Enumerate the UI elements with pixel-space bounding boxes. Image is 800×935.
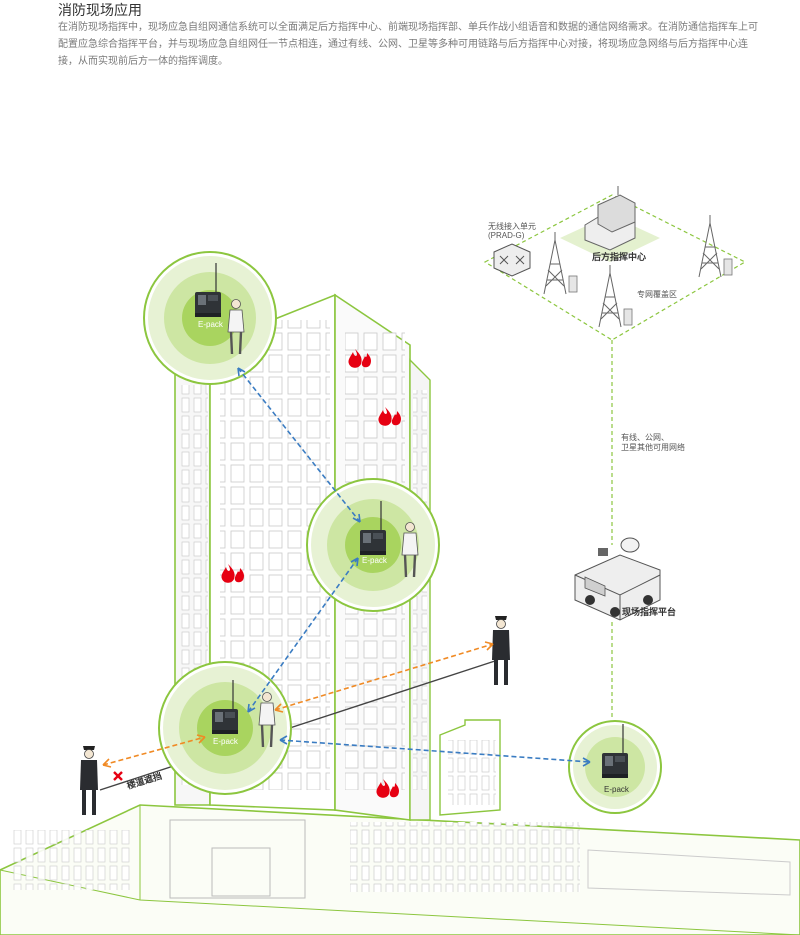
orange-link (274, 641, 494, 713)
link-label-line1: 有线、公网、 (621, 432, 669, 442)
wireless-unit-label: 无线接入单元 (488, 221, 536, 231)
wireless-unit-model: (PRAD-G) (488, 231, 525, 240)
link-label-line2: 卫星其他可用网络 (621, 442, 685, 452)
blocked-label: 楼道遮挡 (125, 770, 163, 791)
blocked-path-line (99, 659, 499, 791)
page-title: 消防现场应用 (58, 2, 142, 18)
node-label: E-pack (213, 737, 239, 746)
private-coverage-label: 专网覆盖区 (637, 289, 677, 299)
officer-icon (490, 614, 512, 687)
command-center-label: 后方指挥中心 (592, 251, 646, 262)
blue-link (279, 735, 591, 767)
blue-link (247, 557, 359, 713)
blocked-x-icon (113, 771, 123, 781)
epack-node: E-pack (158, 661, 292, 795)
epack-node: E-pack (306, 478, 440, 612)
tower-icon (698, 214, 733, 278)
command-center-building (584, 186, 636, 251)
node-label: E-pack (362, 556, 388, 565)
field-platform-label: 现场指挥平台 (622, 606, 676, 617)
page-description: 在消防现场指挥中，现场应急自组网通信系统可以全面满足后方指挥中心、前端现场指挥部… (58, 22, 758, 67)
command-vehicle (574, 537, 661, 621)
orange-link (102, 734, 206, 768)
tower-icon (598, 264, 633, 328)
private-network-zone (483, 186, 747, 341)
epack-node: E-pack (143, 251, 277, 385)
node-label: E-pack (604, 785, 630, 794)
epack-node: E-pack (568, 720, 662, 814)
officer-icon (78, 744, 100, 817)
wireless-unit-box (493, 243, 531, 277)
small-building (439, 719, 501, 816)
blue-link (237, 367, 361, 523)
ground-base (0, 804, 800, 935)
node-label: E-pack (198, 320, 224, 329)
